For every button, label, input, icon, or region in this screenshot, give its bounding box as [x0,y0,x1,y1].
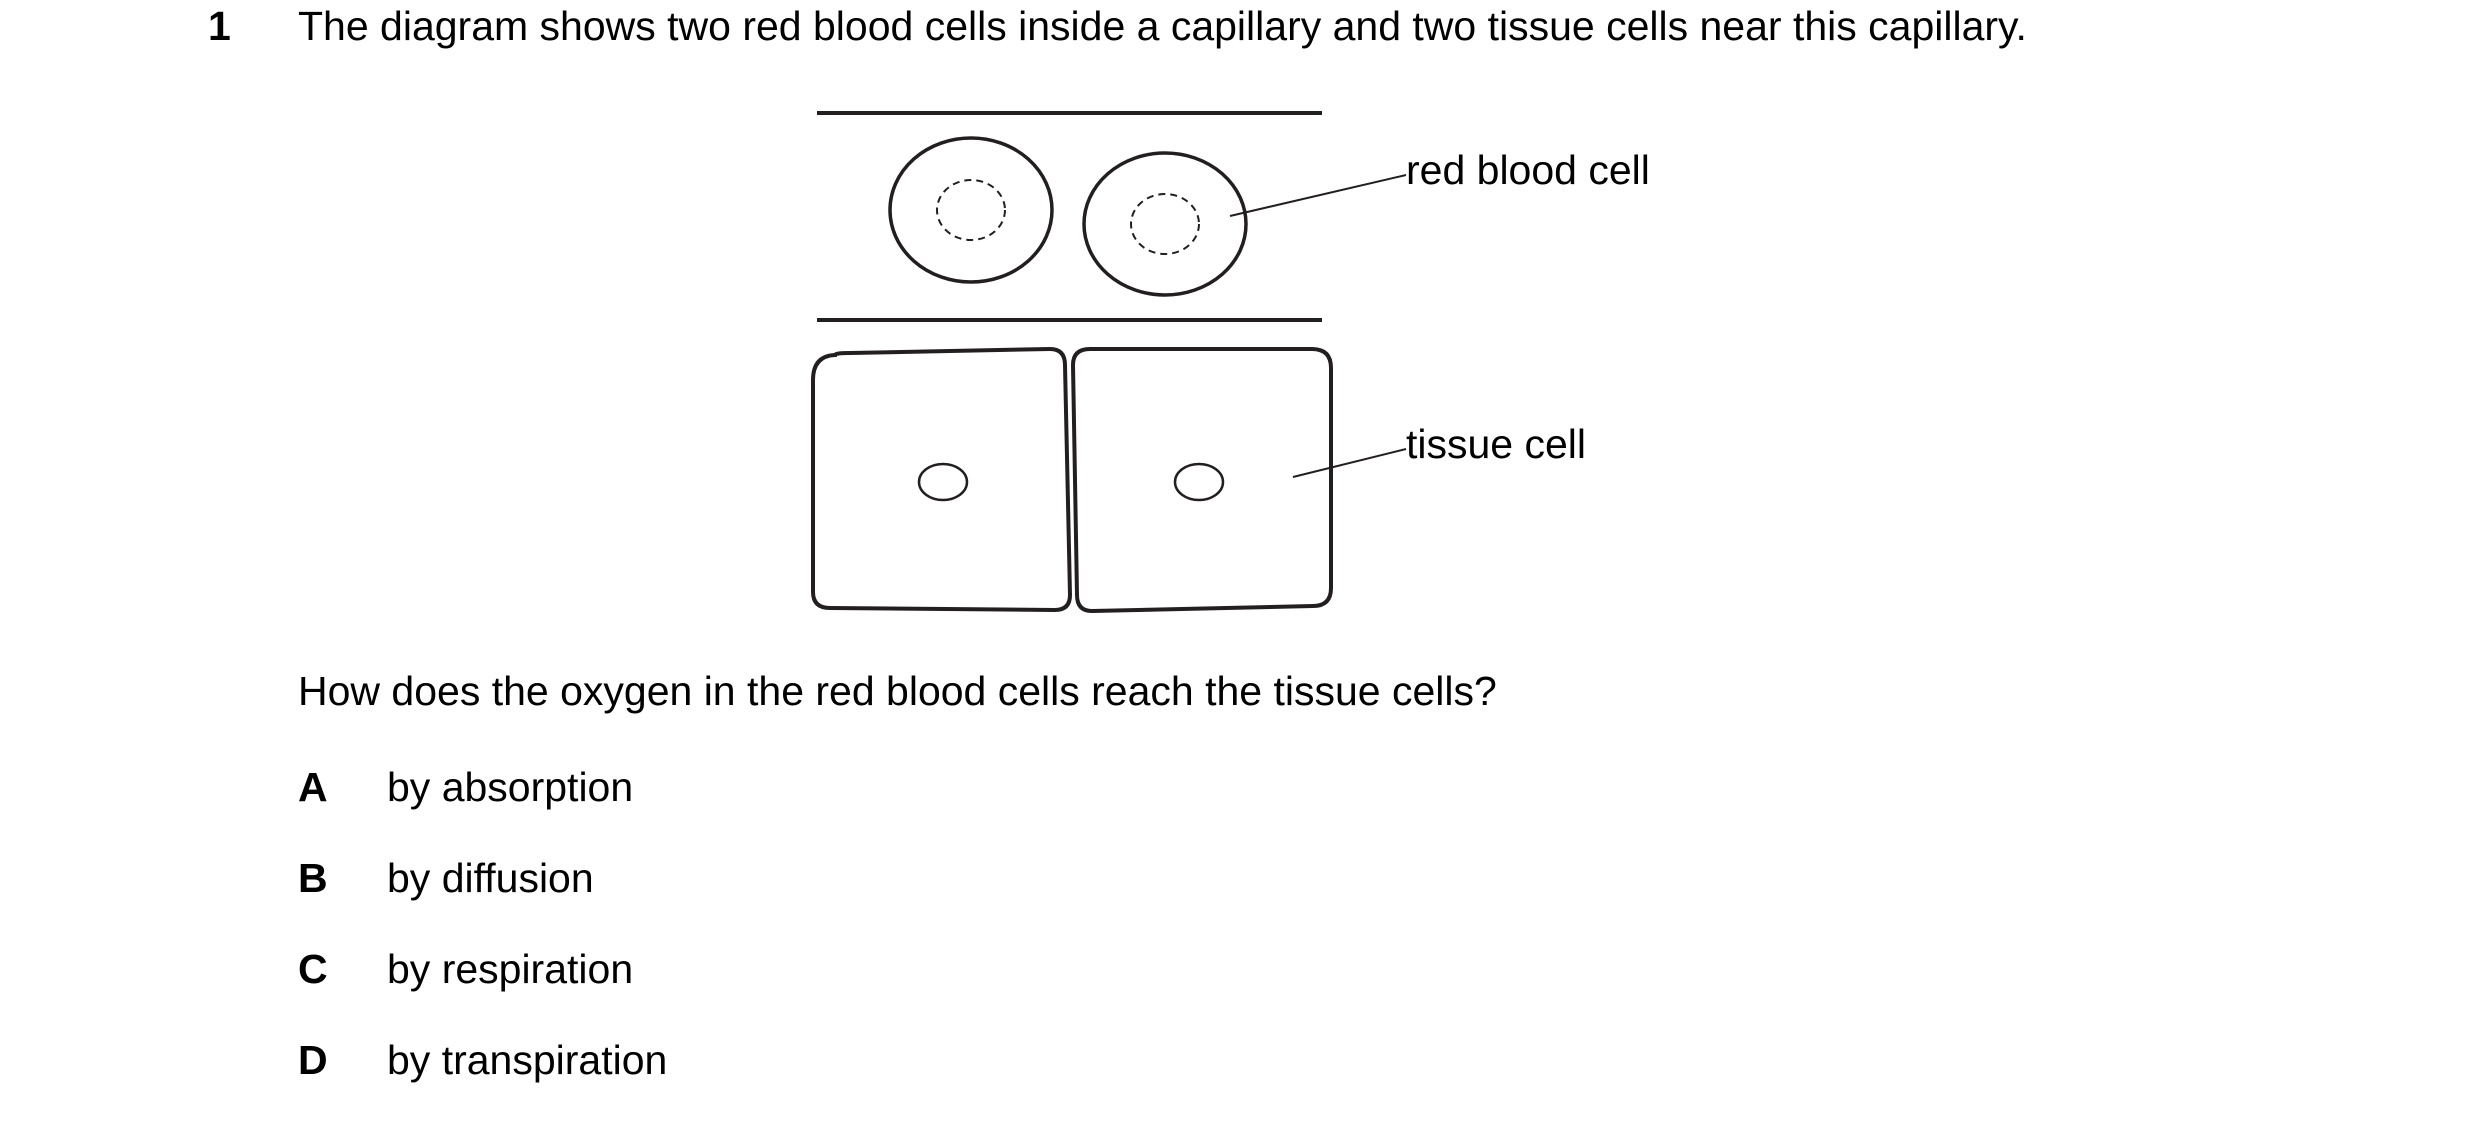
option-text: by diffusion [387,855,594,901]
option-text: by transpiration [387,1037,668,1083]
tissue-cell-1 [811,346,1073,613]
question-stem: The diagram shows two red blood cells in… [298,3,2027,49]
tissue-cell-label: tissue cell [1406,421,1586,467]
option-letter: D [298,1037,328,1083]
tissue-cell-2 [1070,347,1333,614]
question-prompt: How does the oxygen in the red blood cel… [298,668,1497,714]
option-text: by respiration [387,946,634,992]
option-letter: A [298,764,328,810]
red-blood-cell-label: red blood cell [1406,147,1650,193]
option-letter: B [298,855,328,901]
option-text: by absorption [387,764,634,810]
red-blood-cell-leader-line [1229,174,1407,217]
red-blood-cell-1 [888,136,1054,284]
red-blood-cell-2 [1082,151,1248,297]
option-letter: C [298,946,328,992]
tissue-cell-leader-line [1292,448,1407,478]
question-number: 1 [208,3,231,49]
